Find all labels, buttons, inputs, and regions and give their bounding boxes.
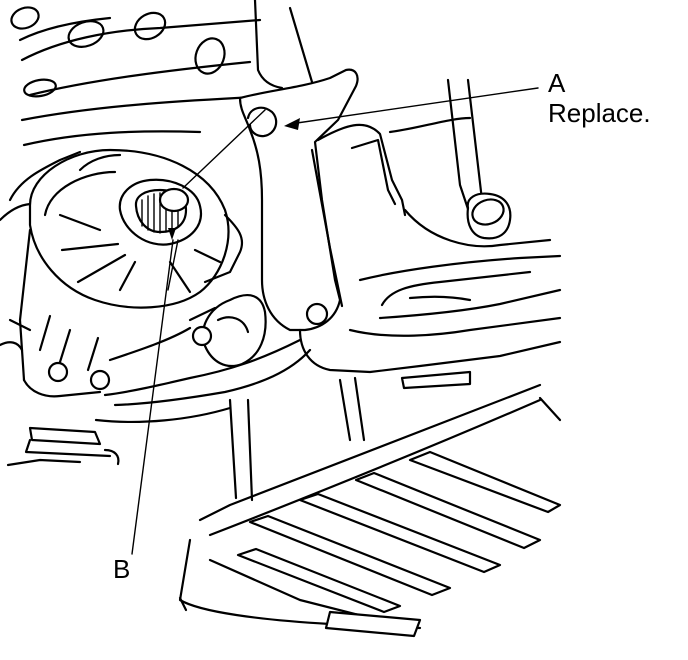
oval-hole xyxy=(194,37,226,75)
leader-line-b xyxy=(131,239,174,555)
callout-b-letter: B xyxy=(113,554,131,584)
output-shaft xyxy=(118,178,203,246)
shaft-center-line xyxy=(167,239,179,291)
callout-a-note: Replace. xyxy=(548,98,651,128)
shaft-tip xyxy=(158,187,190,213)
callout-a-letter: A xyxy=(548,68,566,98)
oval-hole xyxy=(133,11,167,41)
lower-panel xyxy=(178,383,562,638)
callout-a-arrowhead xyxy=(284,118,300,130)
leader-lines xyxy=(131,87,539,555)
oval-hole xyxy=(10,6,40,30)
mount-cushion xyxy=(6,213,366,502)
leader-line-a-extension xyxy=(182,109,266,189)
right-structure xyxy=(298,78,562,390)
circlip-a xyxy=(246,106,278,138)
cushion-bolt xyxy=(191,325,213,347)
housing-bolt-2 xyxy=(89,369,111,391)
oval-hole xyxy=(67,20,105,48)
transmission-housing xyxy=(0,148,230,398)
mount-bracket xyxy=(238,68,407,332)
callout-b-arrowhead xyxy=(168,228,176,240)
bracket-bolt xyxy=(305,302,329,326)
oval-holes xyxy=(10,6,226,98)
oval-hole xyxy=(23,78,57,98)
leader-line-a xyxy=(289,87,539,125)
housing-bolt-1 xyxy=(47,361,69,383)
